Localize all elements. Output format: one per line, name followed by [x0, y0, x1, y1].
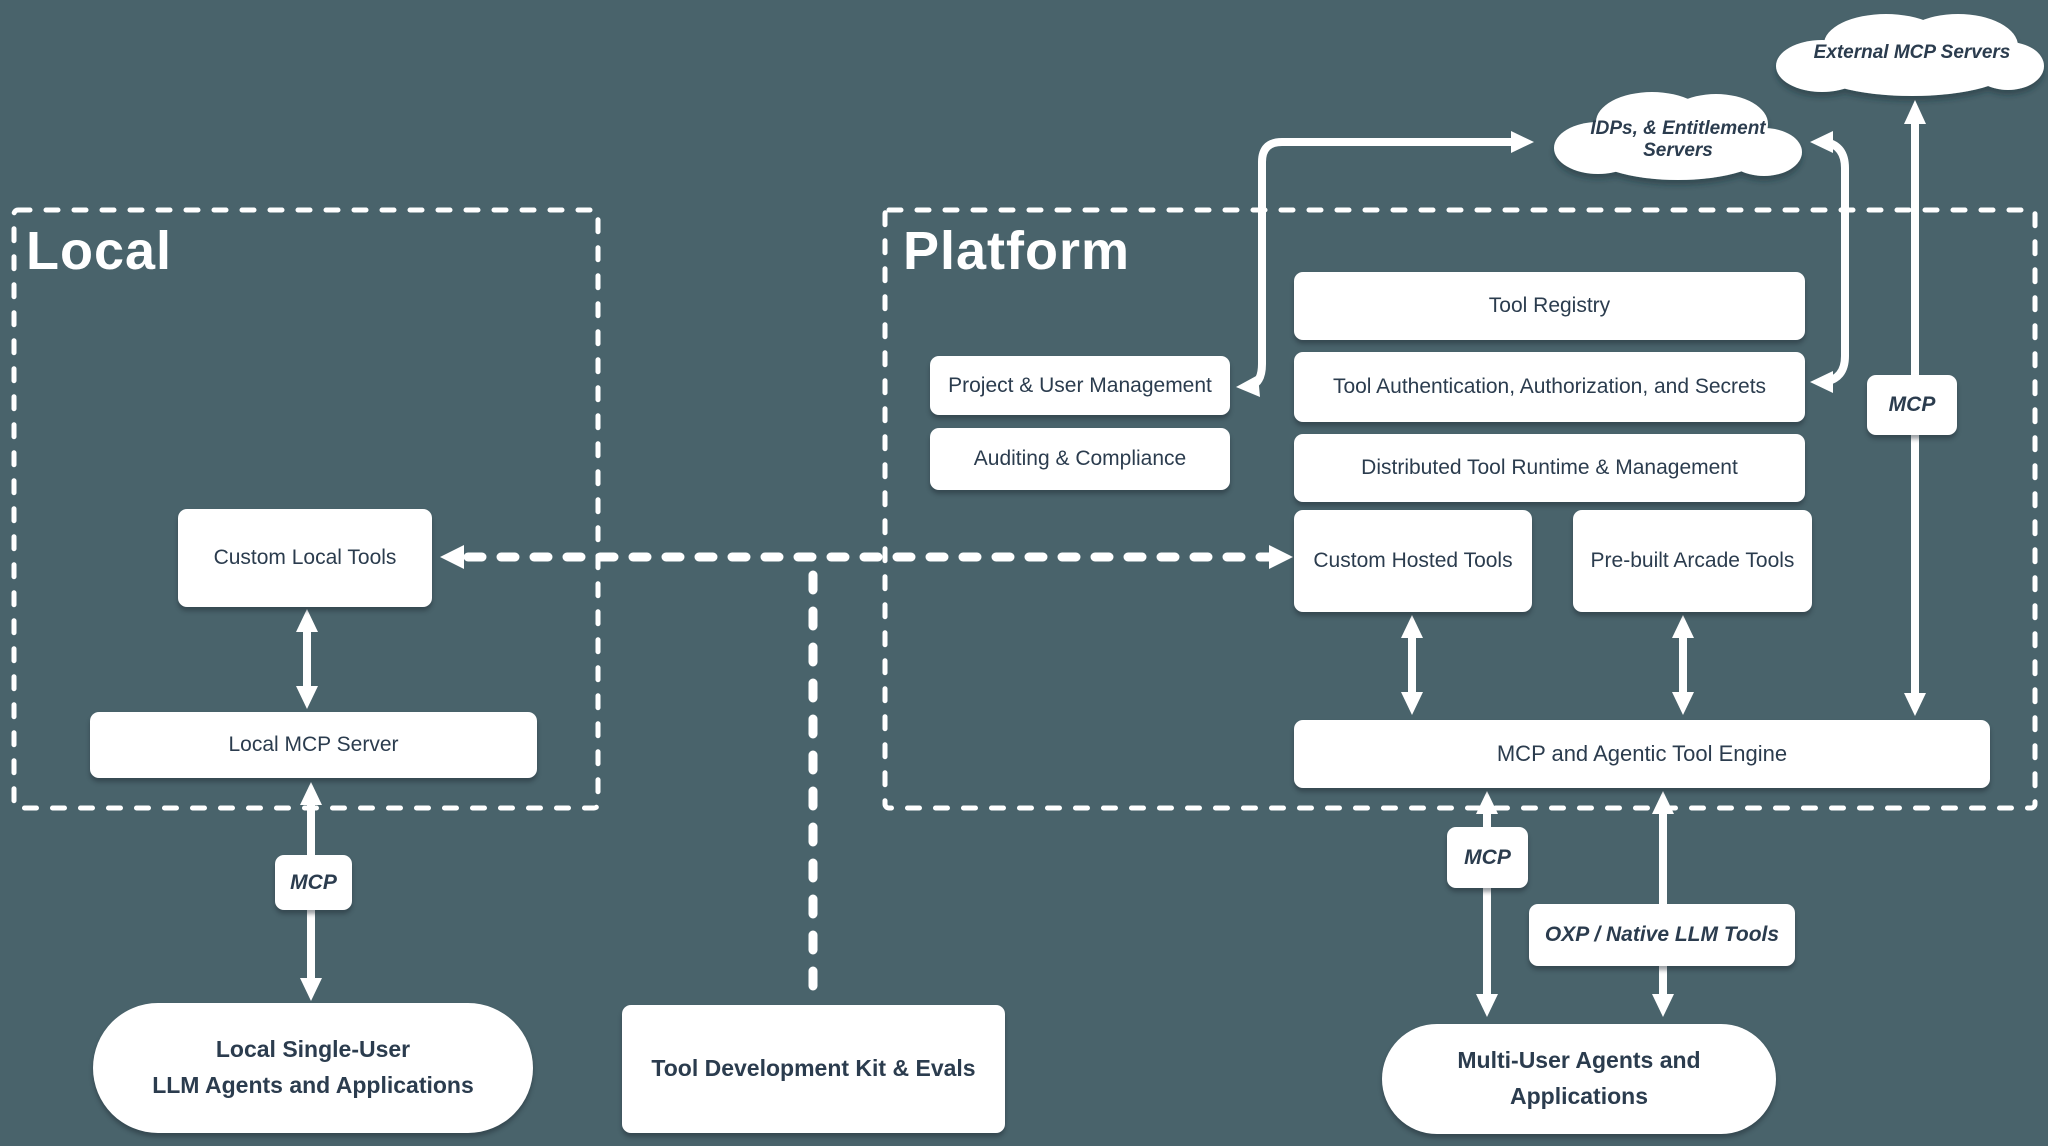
dashed-connector-local-hosted	[440, 545, 1293, 569]
tag-mcp-platform-right: MCP	[1867, 375, 1957, 435]
pill-local-single-user-agents: Local Single-User LLM Agents and Applica…	[93, 1003, 533, 1133]
node-custom-hosted-tools: Custom Hosted Tools	[1294, 510, 1532, 612]
node-tool-development-kit: Tool Development Kit & Evals	[622, 1005, 1005, 1133]
node-tool-registry: Tool Registry	[1294, 272, 1805, 340]
tag-mcp-local: MCP	[275, 855, 352, 910]
pill-multi-user-agents: Multi-User Agents and Applications	[1382, 1024, 1776, 1134]
idps-label-line1: IDPs, & Entitlement	[1590, 118, 1766, 139]
idps-entitlement-servers-cloud	[1554, 92, 1802, 180]
arrow-customlocal-localmcp	[296, 609, 318, 709]
idps-servers-label: IDPs, & Entitlement Servers	[1560, 118, 1796, 162]
platform-region-title: Platform	[903, 221, 1131, 281]
local-region-title: Local	[26, 221, 173, 281]
arrow-toolauth-idps	[1810, 131, 1849, 393]
node-tool-auth: Tool Authentication, Authorization, and …	[1294, 352, 1805, 422]
arrow-engine-multiuser-mcp	[1476, 791, 1498, 1017]
node-distributed-runtime: Distributed Tool Runtime & Management	[1294, 434, 1805, 502]
node-prebuilt-arcade-tools: Pre-built Arcade Tools	[1573, 510, 1812, 612]
node-project-user-management: Project & User Management	[930, 356, 1230, 415]
tag-mcp-platform-bottom: MCP	[1447, 827, 1528, 888]
arrow-projectmgmt-idps	[1236, 131, 1534, 397]
external-mcp-servers-cloud	[1776, 14, 2044, 96]
local-agents-line2: LLM Agents and Applications	[152, 1072, 474, 1098]
node-custom-local-tools: Custom Local Tools	[178, 509, 432, 607]
local-agents-line1: Local Single-User	[215, 1036, 411, 1063]
arrow-customhosted-engine	[1401, 615, 1423, 715]
local-region-border	[11, 207, 601, 811]
arrow-prebuilt-engine	[1672, 615, 1694, 715]
idps-label-line2: Servers	[1643, 140, 1713, 161]
node-auditing-compliance: Auditing & Compliance	[930, 428, 1230, 490]
tag-oxp-native-llm-tools: OXP / Native LLM Tools	[1529, 904, 1795, 966]
external-mcp-servers-label: External MCP Servers	[1813, 42, 2011, 63]
platform-region-border	[882, 207, 2038, 811]
multi-user-line2: Applications	[1509, 1083, 1648, 1109]
node-local-mcp-server: Local MCP Server	[90, 712, 537, 778]
node-mcp-agentic-tool-engine: MCP and Agentic Tool Engine	[1294, 720, 1990, 788]
multi-user-line1: Multi-User Agents and	[1457, 1047, 1701, 1074]
